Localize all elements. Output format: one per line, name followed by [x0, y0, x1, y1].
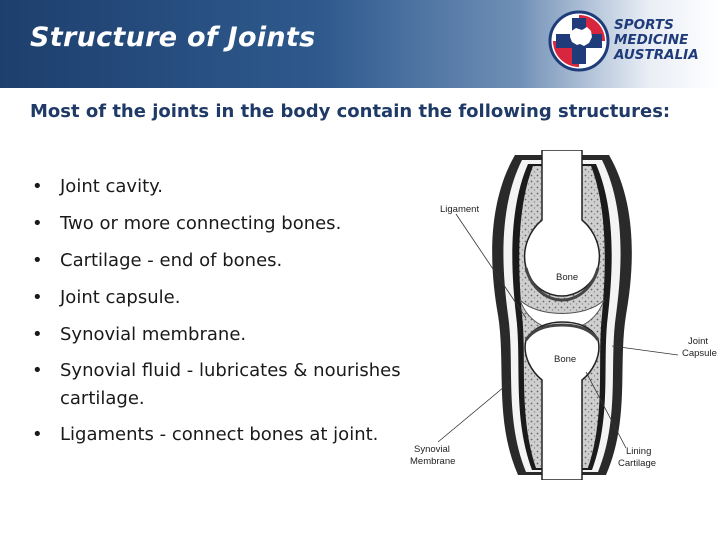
label-bone-top: Bone: [556, 272, 578, 283]
logo-word-australia: AUSTRALIA: [614, 47, 699, 63]
bullet-dot: •: [32, 213, 43, 234]
list-item: • Synovial fluid - lubricates & nourishes…: [30, 357, 420, 413]
bullet-dot: •: [32, 360, 43, 381]
lower-bone-shape: [524, 321, 600, 480]
header-banner: Structure of Joints SPORTS MEDICINE AUST…: [0, 0, 720, 88]
upper-bone-shape: [523, 150, 601, 297]
label-lining-cartilage-2: Cartilage: [618, 458, 656, 469]
bullet-dot: •: [32, 250, 43, 271]
list-item: • Cartilage - end of bones.: [30, 246, 420, 276]
list-item-text: Cartilage - end of bones.: [60, 250, 283, 271]
structure-list: • Joint cavity. • Two or more connecting b…: [30, 172, 420, 457]
list-item-text: Two or more connecting bones.: [60, 213, 342, 234]
list-item-text: Ligaments - connect bones at joint.: [60, 424, 379, 445]
label-joint-capsule-1: Joint: [688, 336, 708, 347]
label-bone-bottom: Bone: [554, 354, 576, 365]
bullet-dot: •: [32, 176, 43, 197]
joint-cavity-shape: [519, 299, 605, 331]
bullet-dot: •: [32, 287, 43, 308]
label-joint-capsule-2: Capsule: [682, 348, 717, 359]
list-item: • Synovial membrane.: [30, 320, 420, 350]
list-item-text: Synovial fluid - lubricates & nourishes …: [60, 360, 401, 409]
list-item-text: Joint cavity.: [60, 176, 163, 197]
logo-word-sports: SPORTS: [614, 17, 674, 33]
sports-medicine-australia-logo: SPORTS MEDICINE AUSTRALIA: [548, 10, 708, 78]
list-item: • Two or more connecting bones.: [30, 209, 420, 239]
list-item: • Joint capsule.: [30, 283, 420, 313]
list-item-text: Synovial membrane.: [60, 324, 247, 345]
list-item-text: Joint capsule.: [60, 287, 181, 308]
logo-wordmark: SPORTS MEDICINE AUSTRALIA: [614, 18, 699, 63]
label-synovial-membrane-2: Membrane: [410, 456, 455, 467]
list-item: • Joint cavity.: [30, 172, 420, 202]
joint-diagram: Ligament Bone Bone Joint Capsule Synovia…: [410, 150, 717, 480]
australia-cross-logo-icon: [548, 10, 610, 72]
label-lining-cartilage-1: Lining: [626, 446, 651, 457]
bullet-dot: •: [32, 424, 43, 445]
intro-text: Most of the joints in the body contain t…: [30, 101, 671, 122]
label-ligament: Ligament: [440, 204, 479, 215]
list-item: • Ligaments - connect bones at joint.: [30, 420, 420, 450]
slide-title: Structure of Joints: [30, 22, 316, 53]
label-synovial-membrane-1: Synovial: [414, 444, 450, 455]
logo-word-medicine: MEDICINE: [614, 32, 689, 48]
bullet-dot: •: [32, 324, 43, 345]
